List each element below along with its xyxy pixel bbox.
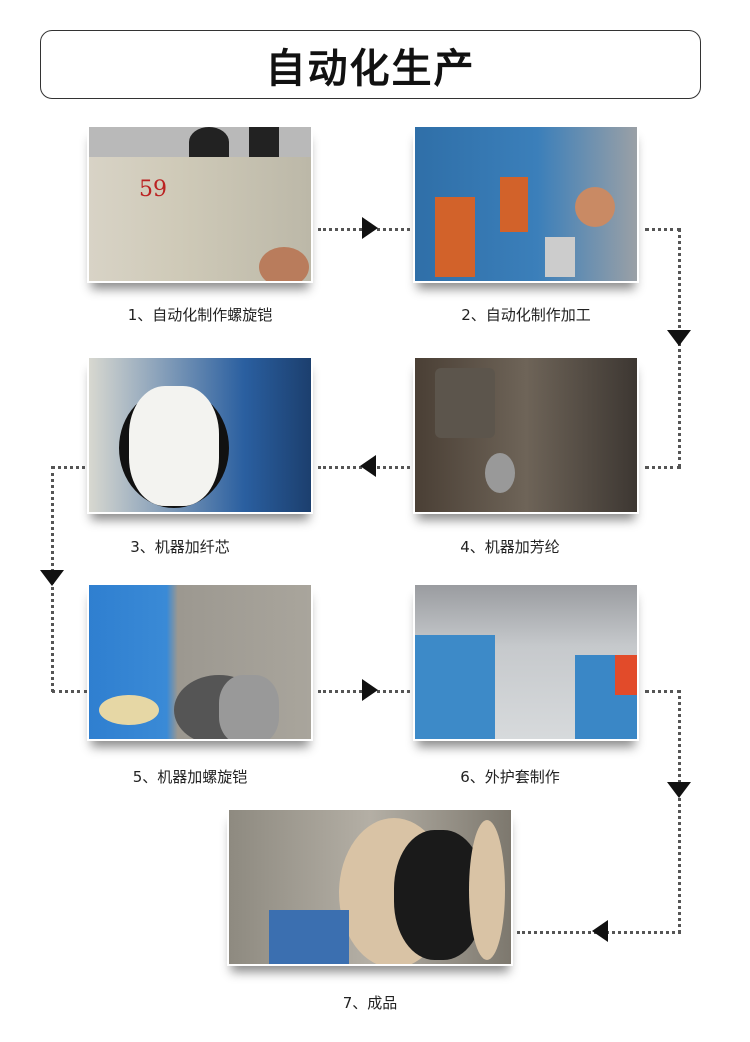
step-2-label: 2、自动化制作加工 (461, 306, 591, 324)
step-6-label: 6、外护套制作 (460, 768, 560, 786)
connector-2-4-return (645, 466, 681, 469)
step-3-label: 3、机器加纤芯 (130, 538, 230, 556)
connector-3-5 (52, 466, 85, 469)
arrow-left-icon (592, 920, 608, 942)
step-3-photo (87, 356, 313, 514)
arrow-down-icon (667, 782, 691, 798)
step-7-photo (227, 808, 513, 966)
step-2-photo (413, 125, 639, 283)
arrow-down-icon (40, 570, 64, 586)
step-4-label: 4、机器加芳纶 (460, 538, 560, 556)
step-1-photo: 59 (87, 125, 313, 283)
arrow-right-icon (362, 679, 378, 701)
step-1-label: 1、自动化制作螺旋铠 (127, 306, 273, 324)
connector-6-7 (645, 690, 681, 693)
arrow-down-icon (667, 330, 691, 346)
title-banner: 自动化生产 (40, 30, 701, 99)
connector-2-4-vertical (678, 228, 681, 468)
step-5-photo (87, 583, 313, 741)
connector-2-4 (645, 228, 681, 231)
connector-6-7-vertical (678, 690, 681, 933)
arrow-right-icon (362, 217, 378, 239)
arrow-left-icon (360, 455, 376, 477)
page-title: 自动化生产 (265, 45, 476, 92)
step-7-label: 7、成品 (342, 994, 398, 1012)
step-6-photo (413, 583, 639, 741)
step-4-photo (413, 356, 639, 514)
connector-3-5-return (52, 690, 87, 693)
step-5-label: 5、机器加螺旋铠 (132, 768, 248, 786)
